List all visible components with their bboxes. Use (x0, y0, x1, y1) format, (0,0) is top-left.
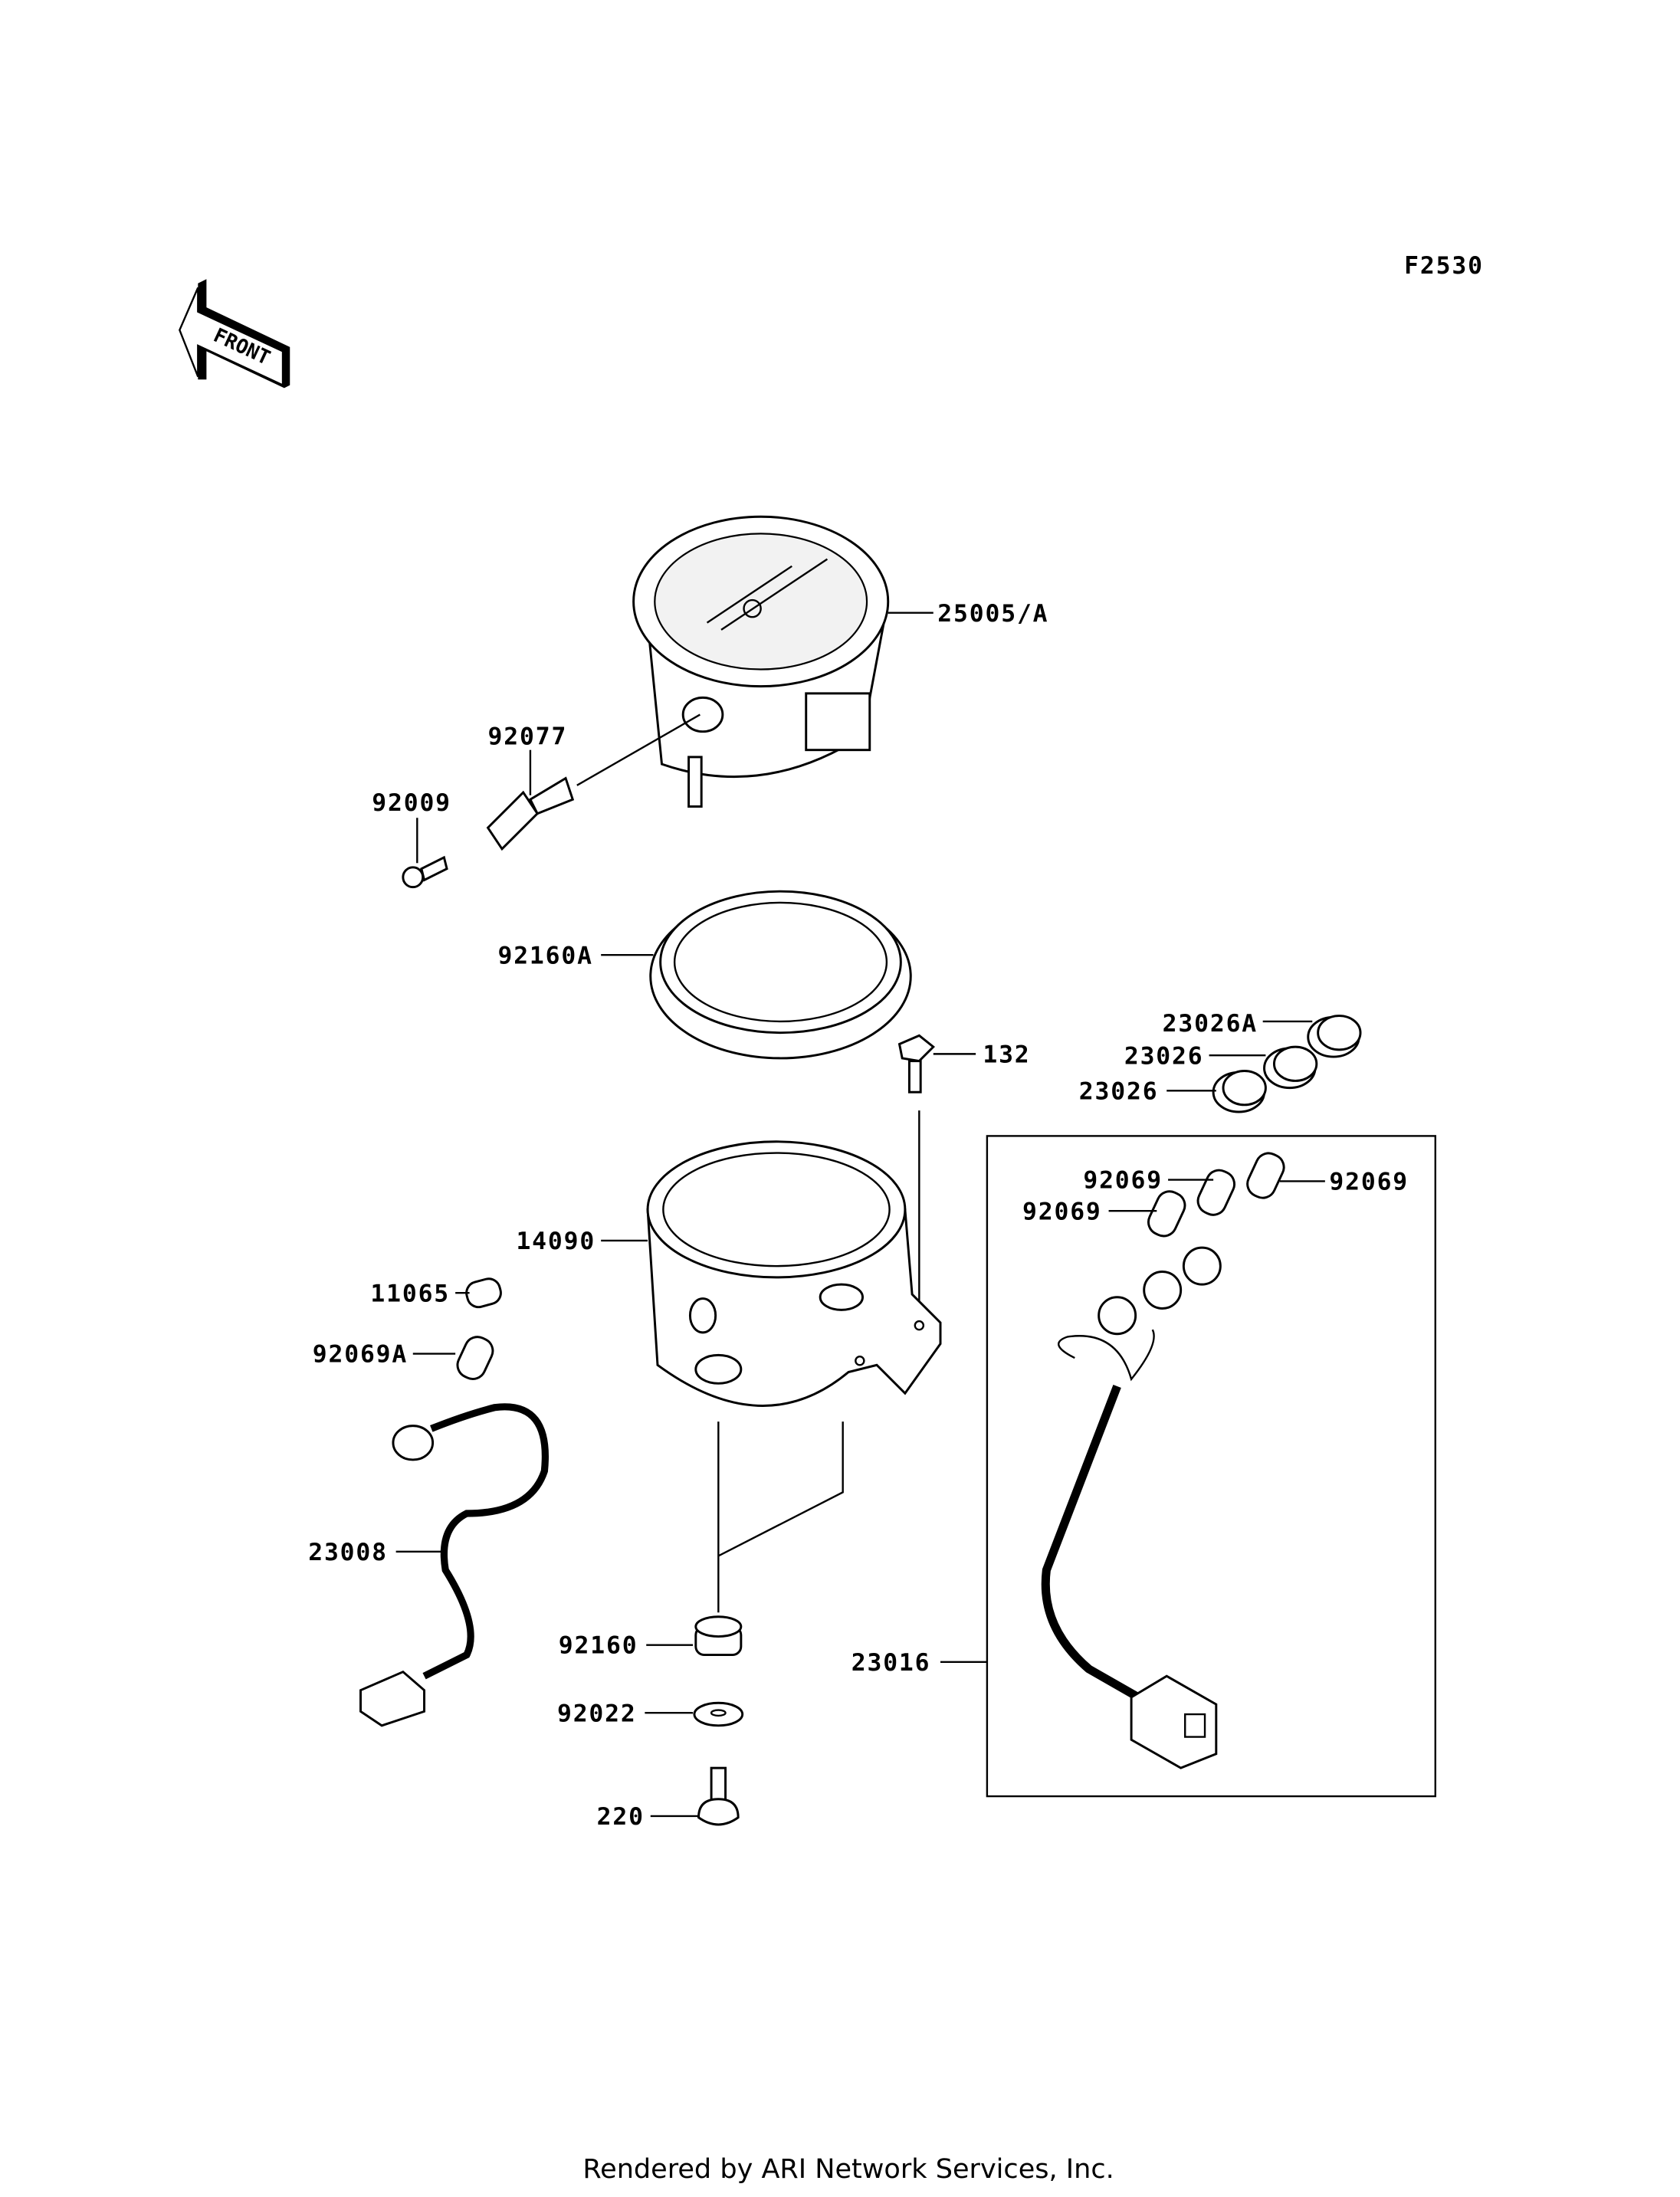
label-92077[interactable]: 92077 (488, 723, 568, 750)
label-23026-2[interactable]: 23026 (1079, 1077, 1159, 1105)
label-220[interactable]: 220 (597, 1803, 645, 1831)
harness-23008[interactable] (359, 1403, 549, 1727)
label-92160A[interactable]: 92160A (497, 942, 592, 969)
cap-11065[interactable] (464, 1276, 503, 1310)
bolt-220[interactable] (697, 1766, 740, 1826)
speedometer-25005A[interactable] (632, 515, 890, 808)
label-23016[interactable]: 23016 (851, 1649, 931, 1677)
grommet-92160[interactable] (694, 1615, 743, 1657)
screw-92009[interactable] (402, 855, 448, 889)
bolt-132[interactable] (897, 1034, 935, 1094)
label-92009[interactable]: 92009 (372, 789, 451, 817)
gear-92077[interactable] (486, 776, 575, 851)
label-92069A[interactable]: 92069A (313, 1341, 408, 1369)
label-23008[interactable]: 23008 (308, 1539, 388, 1566)
label-23026-1[interactable]: 23026 (1124, 1042, 1204, 1070)
label-14090[interactable]: 14090 (516, 1228, 596, 1255)
label-23026A[interactable]: 23026A (1163, 1010, 1258, 1038)
front-arrow-icon: FRONT (179, 279, 290, 389)
housing-14090[interactable] (646, 1140, 942, 1407)
label-92069-2[interactable]: 92069 (1329, 1169, 1409, 1196)
label-11065[interactable]: 11065 (370, 1280, 450, 1307)
bulb-92069A[interactable] (454, 1333, 497, 1383)
washer-92022[interactable] (693, 1701, 744, 1727)
footer-credit: Rendered by ARI Network Services, Inc. (582, 2153, 1114, 2185)
diagram-code: F2530 (1404, 252, 1484, 280)
label-92069-1[interactable]: 92069 (1083, 1167, 1163, 1195)
label-25005A[interactable]: 25005/A (937, 600, 1048, 628)
caps-23026[interactable] (1212, 1015, 1362, 1113)
label-92160[interactable]: 92160 (559, 1632, 638, 1660)
assembly-box-23016 (986, 1135, 1436, 1798)
bulbs-92069[interactable] (1144, 1149, 1288, 1241)
label-92022[interactable]: 92022 (557, 1700, 637, 1727)
label-132[interactable]: 132 (983, 1041, 1030, 1068)
label-92069-3[interactable]: 92069 (1022, 1198, 1102, 1225)
ring-92160A[interactable] (649, 890, 912, 1060)
harness-23016[interactable] (1041, 1246, 1222, 1769)
